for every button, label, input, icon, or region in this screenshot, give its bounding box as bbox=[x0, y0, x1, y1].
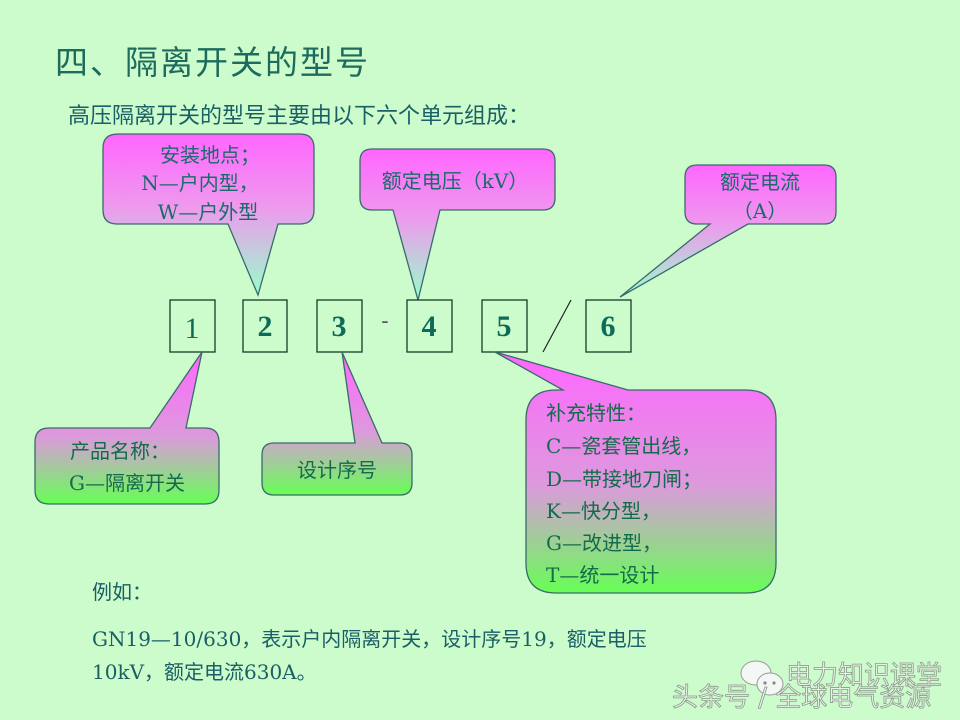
model-unit-box: 1 bbox=[169, 299, 216, 353]
callout-feature-line: C—瓷套管出线， bbox=[546, 434, 701, 458]
watermark: 电力知识课堂 头条号 / 全球电气资源 bbox=[672, 660, 942, 713]
svg-text:5: 5 bbox=[497, 310, 512, 343]
callout-design bbox=[261, 351, 413, 496]
callout-location-line: 安装地点； bbox=[160, 143, 260, 167]
callout-product-line: 产品名称： bbox=[70, 439, 170, 463]
callout-design-text: 设计序号 bbox=[297, 458, 377, 482]
callout-feature bbox=[494, 351, 777, 594]
svg-text:6: 6 bbox=[601, 310, 616, 343]
callout-feature-line: D—带接地刀闸； bbox=[546, 467, 702, 491]
wechat-icon bbox=[740, 660, 784, 696]
watermark-line: 头条号 / 全球电气资源 bbox=[672, 683, 931, 713]
callout-feature-line: G—改进型， bbox=[546, 531, 662, 555]
example-line: GN19—10/630，表示户内隔离开关，设计序号19，额定电压 bbox=[92, 627, 647, 651]
model-unit-box: 4 bbox=[406, 299, 453, 353]
watermark-line: 电力知识课堂 bbox=[786, 661, 942, 691]
model-unit-box: 2 bbox=[242, 299, 288, 353]
callout-feature-line: K—快分型， bbox=[546, 499, 661, 523]
subtitle: 高压隔离开关的型号主要由以下六个单元组成： bbox=[68, 104, 531, 129]
dash-separator: - bbox=[381, 309, 388, 334]
callout-current-line: 额定电流 bbox=[720, 170, 800, 194]
svg-text:1: 1 bbox=[185, 312, 200, 345]
svg-text:3: 3 bbox=[332, 310, 347, 343]
callout-feature-line: 补充特性： bbox=[546, 401, 646, 425]
example-label: 例如： bbox=[92, 580, 152, 604]
callout-location-line: N—户内型， bbox=[141, 171, 259, 195]
callout-feature-line: T—统一设计 bbox=[546, 563, 659, 587]
callout-location bbox=[102, 133, 315, 297]
model-unit-box: 5 bbox=[481, 299, 528, 353]
example-line: 10kV，额定电流630A。 bbox=[92, 660, 317, 684]
callout-product-line: G—隔离开关 bbox=[69, 471, 185, 495]
model-unit-box: 3 bbox=[316, 299, 363, 353]
page-title: 四、隔离开关的型号 bbox=[55, 43, 370, 82]
slash-separator bbox=[542, 299, 572, 353]
callout-current-line: （A） bbox=[733, 199, 787, 223]
svg-text:2: 2 bbox=[258, 310, 273, 343]
callout-location-line: W—户外型 bbox=[158, 200, 259, 224]
model-unit-box: 6 bbox=[585, 299, 632, 353]
callout-voltage-text: 额定电压（kV） bbox=[382, 169, 529, 193]
callout-voltage bbox=[359, 148, 556, 303]
svg-text:4: 4 bbox=[422, 310, 437, 343]
callout-product bbox=[34, 351, 220, 505]
callout-current bbox=[619, 164, 837, 298]
